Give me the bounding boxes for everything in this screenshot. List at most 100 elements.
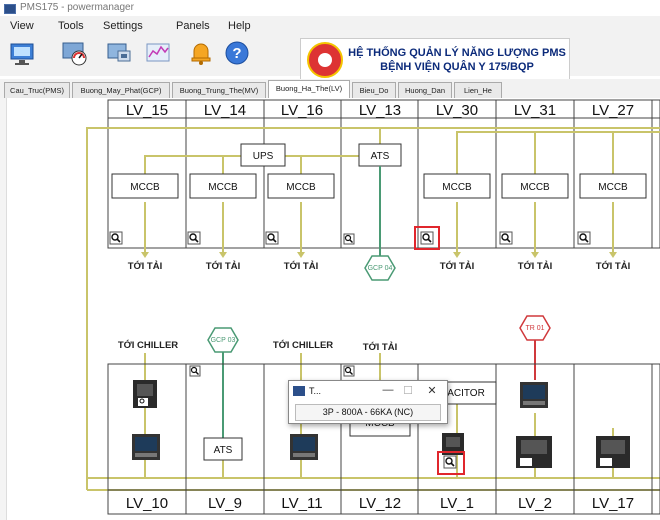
to-load-lv16: TỚI TẢI: [284, 260, 319, 272]
to-load-lv30: TỚI TẢI: [440, 260, 475, 272]
menu-panels[interactable]: Panels: [176, 20, 210, 32]
menu-help[interactable]: Help: [228, 20, 251, 32]
device-info-popup[interactable]: T... — ☐ ✕ 3P - 800A - 66KA (NC): [288, 380, 448, 424]
gcp04-hexagon[interactable]: [364, 255, 396, 281]
tab-bieu-do[interactable]: Bieu_Do: [352, 82, 396, 98]
popup-close-button[interactable]: ✕: [427, 385, 437, 397]
menu-tools[interactable]: Tools: [58, 20, 84, 32]
popup-title: T...: [309, 386, 322, 396]
mccb-lv14[interactable]: [189, 173, 257, 199]
ups-box[interactable]: [240, 143, 286, 167]
bell-icon[interactable]: [186, 36, 216, 68]
popup-titlebar[interactable]: T... — ☐ ✕: [289, 381, 447, 401]
gauge-icon[interactable]: [60, 36, 90, 68]
to-load-lv12: TỚI TẢI: [363, 341, 398, 353]
panel-label-lv12: LV_12: [359, 495, 401, 512]
mccb-lv31[interactable]: [501, 173, 569, 199]
popup-minimize-button[interactable]: —: [382, 384, 394, 396]
zoom-icon[interactable]: [420, 231, 434, 245]
window-title: PMS175 - powermanager: [20, 2, 134, 13]
mccb-label-lv30: MCCB: [442, 182, 472, 193]
tab-buong-may-phat[interactable]: Buong_May_Phat(GCP): [72, 82, 170, 98]
settings-icon[interactable]: [104, 36, 134, 68]
tr01-hexagon[interactable]: [519, 315, 551, 341]
banner-line1: HỆ THỐNG QUẢN LÝ NĂNG LƯỢNG PMS: [348, 47, 566, 59]
banner-line2: BỆNH VIỆN QUÂN Y 175/BQP: [380, 61, 534, 73]
zoom-icon[interactable]: [577, 231, 591, 245]
single-line-diagram: LV_15 LV_14 LV_16 LV_13 LV_30 LV_31 LV_2…: [0, 98, 660, 520]
menu-settings[interactable]: Settings: [103, 20, 143, 32]
meter-device[interactable]: [520, 382, 548, 408]
panel-label-lv14: LV_14: [204, 102, 246, 119]
to-load-lv14: TỚI TẢI: [206, 260, 241, 272]
mccb-label-lv31: MCCB: [520, 182, 550, 193]
breaker-device[interactable]: [442, 433, 464, 455]
tab-lien-he[interactable]: Lien_He: [454, 82, 502, 98]
mccb-lv27[interactable]: [579, 173, 647, 199]
window-titlebar: PMS175 - powermanager: [0, 0, 660, 16]
tab-buong-ha-the[interactable]: Buong_Ha_The(LV): [268, 80, 350, 99]
panel-label-lv30: LV_30: [436, 102, 478, 119]
gcp04-label: GCP 04: [368, 265, 393, 272]
panel-label-lv17: LV_17: [592, 495, 634, 512]
to-load-lv15: TỚI TẢI: [128, 260, 163, 272]
panel-label-lv13: LV_13: [359, 102, 401, 119]
gcp03-hexagon[interactable]: [207, 327, 239, 353]
popup-app-icon: [293, 386, 305, 396]
zoom-icon[interactable]: [265, 231, 279, 245]
zoom-icon[interactable]: [109, 231, 123, 245]
gcp03-label: GCP 03: [211, 337, 236, 344]
panel-label-lv1: LV_1: [440, 495, 474, 512]
ats-bottom-box[interactable]: [203, 437, 243, 461]
popup-rating-value: 3P - 800A - 66KA (NC): [295, 404, 441, 421]
mccb-boxes-top: [111, 173, 647, 199]
tab-buong-trung-the[interactable]: Buong_Trung_The(MV): [172, 82, 266, 98]
panel-label-lv2: LV_2: [518, 495, 552, 512]
monitor-icon[interactable]: [8, 36, 38, 68]
meter-device[interactable]: [132, 434, 160, 460]
popup-maximize-button[interactable]: ☐: [403, 385, 413, 397]
app-icon: [4, 4, 16, 14]
mccb-label-lv16: MCCB: [286, 182, 316, 193]
breaker-device[interactable]: [133, 380, 157, 408]
menu-toolbar: View Tools Settings Panels Help ? HỆ THỐ…: [0, 16, 660, 84]
zoom-icon[interactable]: [187, 231, 201, 245]
ups-label: UPS: [253, 151, 274, 162]
mccb-label-lv27: MCCB: [598, 182, 628, 193]
svg-text:?: ?: [232, 45, 241, 62]
tab-huong-dan[interactable]: Huong_Dan: [398, 82, 452, 98]
zoom-icon[interactable]: [499, 231, 513, 245]
menu-view[interactable]: View: [10, 20, 34, 32]
tab-strip: Cau_Truc(PMS) Buong_May_Phat(GCP) Buong_…: [0, 79, 660, 99]
mccb-label-lv15: MCCB: [130, 182, 160, 193]
hospital-logo-icon: [307, 42, 343, 78]
panel-label-lv31: LV_31: [514, 102, 556, 119]
load-arrows: [141, 252, 617, 258]
panel-label-lv10: LV_10: [126, 495, 168, 512]
panel-label-lv11: LV_11: [281, 495, 322, 512]
panel-label-lv27: LV_27: [592, 102, 634, 119]
breaker-device[interactable]: [596, 436, 630, 468]
mccb-lv30[interactable]: [423, 173, 491, 199]
panel-label-lv16: LV_16: [281, 102, 323, 119]
bottom-panel-row: [107, 363, 660, 515]
zoom-icon[interactable]: [443, 455, 457, 469]
chart-icon[interactable]: [144, 36, 174, 68]
tab-cau-truc[interactable]: Cau_Truc(PMS): [4, 82, 70, 98]
meter-device[interactable]: [290, 434, 318, 460]
meter-devices: [132, 365, 630, 475]
breaker-device[interactable]: [516, 436, 552, 468]
zoom-icons-top: [109, 226, 591, 250]
to-chiller-left: TỚI CHILLER: [118, 339, 178, 351]
zoom-icon[interactable]: [343, 233, 355, 245]
mccb-lv16[interactable]: [267, 173, 335, 199]
mccb-label-lv14: MCCB: [208, 182, 238, 193]
mccb-lv15[interactable]: [111, 173, 179, 199]
zoom-icon[interactable]: [189, 365, 201, 377]
hospital-banner: HỆ THỐNG QUẢN LÝ NĂNG LƯỢNG PMS BỆNH VIỆ…: [300, 38, 570, 84]
diagram-canvas: LV_15 LV_14 LV_16 LV_13 LV_30 LV_31 LV_2…: [86, 99, 660, 515]
help-icon[interactable]: ?: [222, 36, 252, 68]
zoom-icon[interactable]: [343, 365, 355, 377]
to-load-lv31: TỚI TẢI: [518, 260, 553, 272]
selection-highlight-lv1: [437, 451, 465, 475]
